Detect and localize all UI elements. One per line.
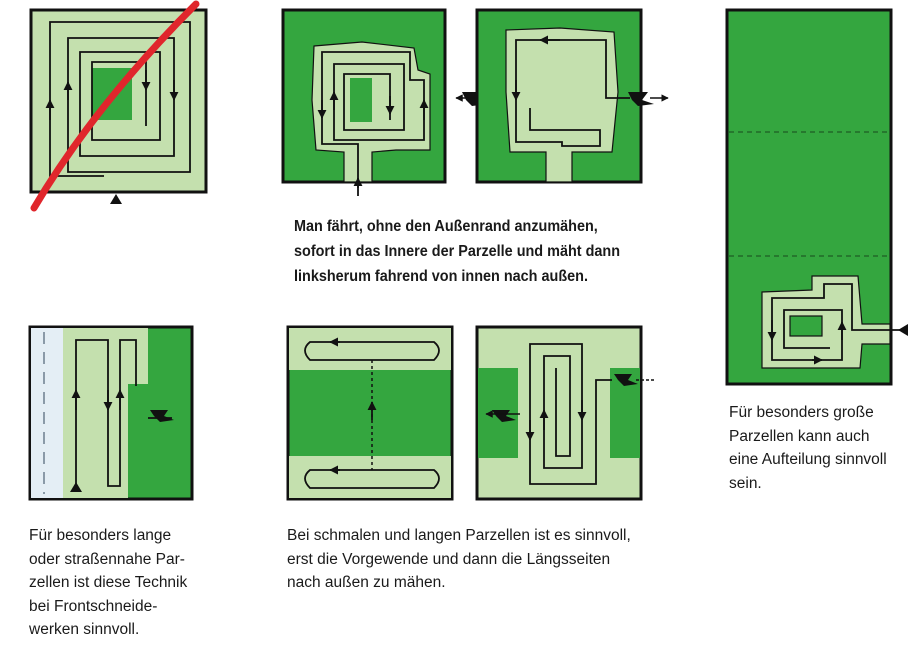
caption-line: erst die Vorgewende und dann die Längsse… — [287, 550, 611, 568]
mowing-path — [529, 343, 612, 485]
mower-icon — [150, 410, 174, 422]
mower-icon — [492, 410, 516, 422]
caption-line: Man fährt, ohne den Außenrand anzumähen, — [294, 218, 598, 235]
caption-line: linksherum fahrend von innen nach außen. — [294, 268, 588, 285]
plot-narrow-headlands — [286, 325, 454, 501]
mowing-path — [49, 21, 191, 177]
caption-line: Für besonders lange — [29, 527, 172, 544]
caption-line: sein. — [729, 474, 762, 492]
caption-long-roadside: Für besonders lange oder straßennahe Par… — [29, 524, 187, 642]
caption-line: zellen ist diese Technik — [29, 574, 188, 591]
mowing-path — [321, 51, 425, 188]
caption-line: nach außen zu mähen. — [287, 574, 446, 591]
caption-line: werken sinnvoll. — [29, 621, 140, 638]
entry-marker — [110, 194, 122, 204]
plot-inside-out-a — [281, 8, 488, 196]
caption-line: Für besonders große — [729, 404, 874, 421]
caption-narrow-long: Bei schmalen und langen Parzellen ist es… — [287, 524, 631, 595]
mower-icon — [628, 92, 654, 106]
plot-spiral-outside-in — [29, 0, 208, 212]
caption-large-split: Für besonders große Parzellen kann auch … — [729, 401, 887, 495]
caption-line: oder straßennahe Par- — [29, 550, 185, 568]
entry-marker — [898, 324, 908, 336]
plot-long-roadside — [28, 325, 194, 501]
caption-line: bei Frontschneide- — [29, 597, 158, 615]
mower-icon — [614, 374, 638, 386]
caption-line: Parzellen kann auch — [729, 427, 870, 445]
cross-out-line — [30, 0, 200, 212]
caption-line: sofort in das Innere der Parzelle und mä… — [294, 243, 621, 260]
plot-narrow-longsides — [475, 325, 656, 501]
road-strip — [31, 328, 63, 498]
plot-large-subdivided — [725, 8, 908, 386]
caption-line: Bei schmalen und langen Parzellen ist es… — [287, 527, 631, 544]
entry-marker — [70, 482, 82, 492]
mowing-path — [515, 39, 630, 147]
caption-inside-out: Man fährt, ohne den Außenrand anzumähen,… — [294, 214, 620, 289]
plot-inside-out-b — [475, 8, 669, 184]
mowing-path — [304, 469, 440, 489]
caption-line: eine Aufteilung sinnvoll — [729, 451, 887, 468]
